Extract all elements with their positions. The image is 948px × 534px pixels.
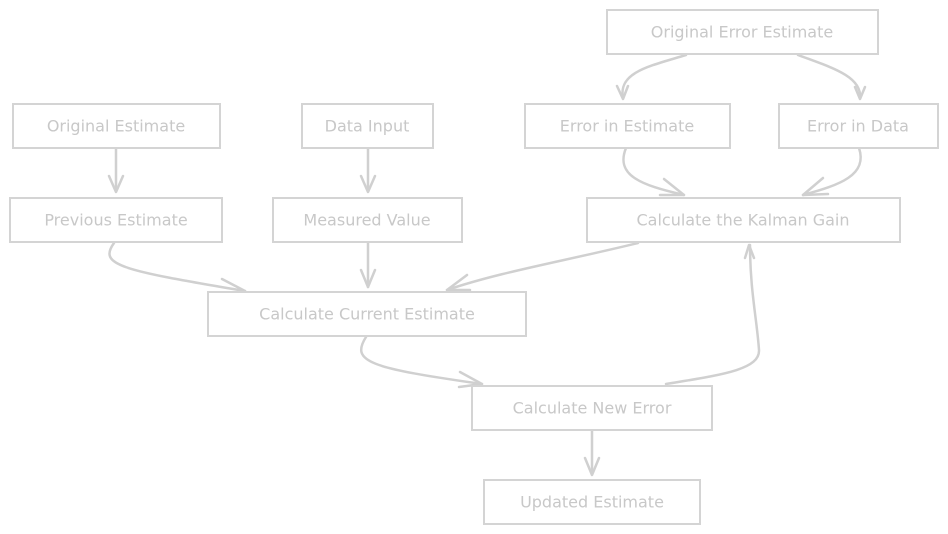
- node-label: Error in Estimate: [560, 117, 694, 136]
- edge-error-in-data-to-kalman-gain: [801, 146, 862, 197]
- node-label: Measured Value: [303, 211, 430, 230]
- node-label: Original Estimate: [47, 117, 185, 136]
- node-measured-value[interactable]: Measured Value: [272, 197, 463, 243]
- arrowhead: [445, 273, 472, 292]
- node-calculate-current-estimate[interactable]: Calculate Current Estimate: [207, 291, 527, 337]
- node-updated-estimate[interactable]: Updated Estimate: [483, 479, 701, 525]
- arrowhead: [615, 84, 630, 101]
- node-label: Original Error Estimate: [651, 23, 833, 42]
- node-label: Calculate Current Estimate: [259, 305, 475, 324]
- arrowhead: [359, 174, 377, 194]
- arrowhead: [107, 174, 125, 194]
- node-label: Data Input: [325, 117, 410, 136]
- node-data-input[interactable]: Data Input: [301, 103, 434, 149]
- arrowhead: [457, 370, 484, 389]
- edge-error-in-estimate-to-kalman-gain: [622, 146, 686, 197]
- node-label: Updated Estimate: [520, 493, 664, 512]
- node-error-in-data[interactable]: Error in Data: [778, 103, 939, 149]
- node-original-error-estimate[interactable]: Original Error Estimate: [606, 9, 879, 55]
- edge-current-estimate-to-new-error: [360, 335, 484, 386]
- edge-original-error-to-error-in-estimate: [621, 53, 688, 100]
- edge-kalman-gain-to-current-estimate: [445, 241, 640, 292]
- edge-previous-estimate-to-current-estimate: [108, 241, 247, 293]
- arrowhead: [743, 243, 756, 260]
- node-calculate-new-error[interactable]: Calculate New Error: [471, 385, 713, 431]
- arrowhead: [658, 177, 686, 197]
- node-label: Calculate the Kalman Gain: [636, 211, 849, 230]
- arrowhead: [583, 456, 601, 477]
- arrowhead: [359, 268, 377, 289]
- node-error-in-estimate[interactable]: Error in Estimate: [524, 103, 731, 149]
- node-previous-estimate[interactable]: Previous Estimate: [9, 197, 223, 243]
- node-label: Error in Data: [807, 117, 909, 136]
- arrowhead: [853, 85, 867, 101]
- node-calculate-kalman-gain[interactable]: Calculate the Kalman Gain: [586, 197, 901, 243]
- edge-original-error-to-error-in-data: [796, 53, 862, 100]
- arrowhead: [801, 176, 830, 197]
- node-label: Calculate New Error: [513, 399, 672, 418]
- edge-new-error-to-kalman-gain: [664, 243, 761, 386]
- node-original-estimate[interactable]: Original Estimate: [12, 103, 221, 149]
- node-label: Previous Estimate: [44, 211, 187, 230]
